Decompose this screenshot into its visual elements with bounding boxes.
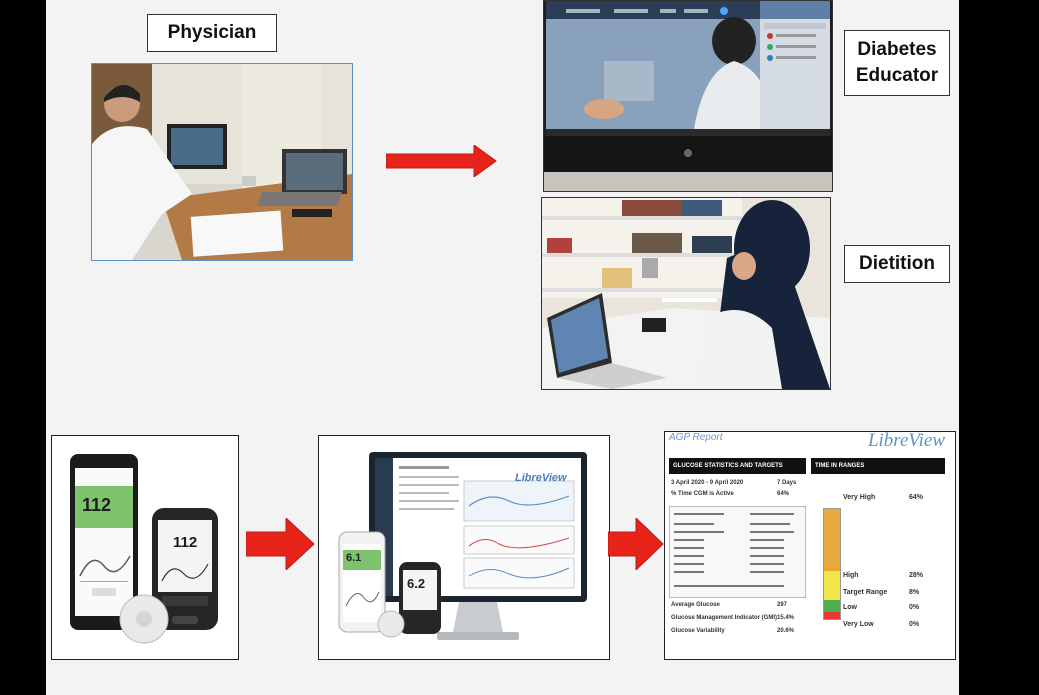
slide: Physician [46,0,959,695]
range-value: 28% [909,572,924,579]
physician-label: Physician [147,14,277,52]
time-in-range-bar [823,508,841,620]
devices-frame: 112 112 [51,435,239,660]
phone-glucose-reading: 112 [82,495,112,515]
range-very-high [824,509,840,571]
range-label: Very High [843,494,876,501]
stats-header: GLUCOSE STATISTICS AND TARGETS [669,458,806,474]
diabetes-educator-label: Diabetes Educator [844,30,950,96]
range-value: 64% [909,494,924,501]
range-label: Very Low [843,621,874,628]
small-phone-reading: 6.1 [346,552,362,564]
targets-table [669,506,806,598]
monitor-brand: LibreView [515,472,567,484]
report-brand: LibreView [867,431,945,451]
arrow-right-icon [246,518,315,570]
summary-label: Average Glucose [671,602,720,608]
agp-report-frame: AGP Report LibreView GLUCOSE STATISTICS … [664,431,956,660]
report-title: AGP Report [669,432,723,443]
summary-value: 20.6% [777,628,795,634]
summary-value: 297 [777,602,788,608]
range-value: 8% [909,589,920,596]
range-label: Low [843,604,857,611]
stat-label: 3 April 2020 - 9 April 2020 [671,480,744,486]
arrow-right-icon [608,518,664,570]
stat-value: 7 Days [777,480,797,486]
ranges-header: TIME IN RANGES [811,458,945,474]
range-value: 0% [909,621,920,628]
small-reader-reading: 6.2 [407,576,426,591]
dietition-label: Dietition [844,245,950,283]
stat-value: 64% [777,491,790,497]
stat-label: % Time CGM is Active [671,491,734,497]
physician-photo [91,63,353,261]
summary-value: 15.4% [777,615,795,621]
reader-glucose-reading: 112 [173,534,198,551]
dietition-photo [541,197,831,390]
range-label: Target Range [843,589,888,596]
range-label: High [843,572,859,579]
summary-label: Glucose Management Indicator (GMI) [671,615,778,621]
range-high [824,570,840,601]
libreview-monitor-frame: LibreView 6.1 6.2 [318,435,610,660]
range-low [824,612,840,619]
range-value: 0% [909,604,920,611]
summary-label: Glucose Variability [671,628,725,634]
range-target [824,600,840,613]
arrow-right-icon [386,145,497,177]
diabetes-educator-photo [543,0,833,192]
